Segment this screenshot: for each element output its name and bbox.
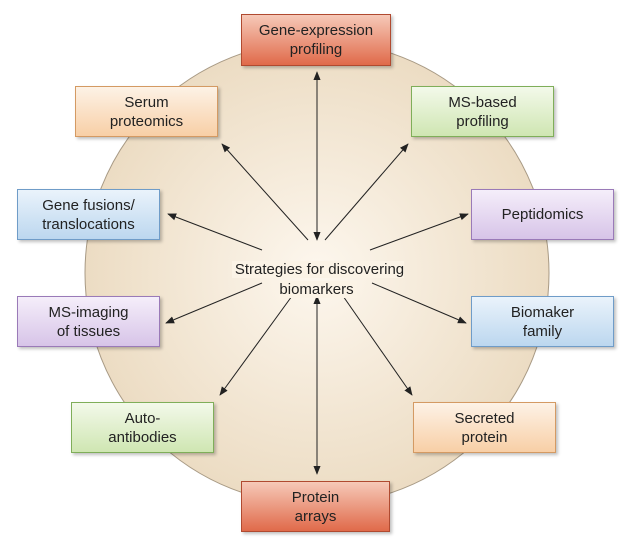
arrow-to-ms-imaging-of-tissues [165, 282, 263, 324]
node-ms-imaging-of-tissues: MS-imaging of tissues [17, 296, 160, 347]
arrow-to-gene-fusions-translocations [167, 213, 263, 251]
node-label: Gene-expression profiling [258, 22, 374, 58]
node-label: Auto- antibodies [108, 409, 177, 446]
arrow-to-serum-proteomics [221, 143, 309, 241]
arrow-to-biomaker-family [371, 282, 467, 324]
node-secreted-protein: Secreted protein [413, 402, 556, 453]
node-peptidomics: Peptidomics [471, 189, 614, 240]
arrows-group [165, 71, 469, 475]
node-gene-expression-profiling: Gene-expression profiling [241, 14, 391, 66]
node-label: MS-based profiling [448, 93, 517, 130]
center-label-text: Strategies for discovering biomarkers [231, 261, 405, 298]
arrow-to-auto-antibodies [219, 295, 293, 396]
node-auto-antibodies: Auto- antibodies [71, 402, 214, 453]
node-biomaker-family: Biomaker family [471, 296, 614, 347]
node-gene-fusions-translocations: Gene fusions/ translocations [17, 189, 160, 240]
node-label: Protein arrays [291, 488, 340, 525]
arrow-to-ms-based-profiling [324, 143, 409, 241]
node-label: Gene fusions/ translocations [42, 196, 135, 233]
node-label: Peptidomics [501, 206, 584, 223]
node-ms-based-profiling: MS-based profiling [411, 86, 554, 137]
node-protein-arrays: Protein arrays [241, 481, 390, 532]
node-label: Secreted protein [454, 409, 515, 446]
node-label: Serum proteomics [109, 93, 184, 130]
node-serum-proteomics: Serum proteomics [75, 86, 218, 137]
node-label: MS-imaging of tissues [48, 303, 129, 340]
arrow-to-secreted-protein [342, 295, 413, 396]
node-label: Biomaker family [510, 303, 575, 340]
arrow-to-peptidomics [369, 213, 469, 251]
center-label: Strategies for discovering biomarkers [208, 240, 428, 300]
